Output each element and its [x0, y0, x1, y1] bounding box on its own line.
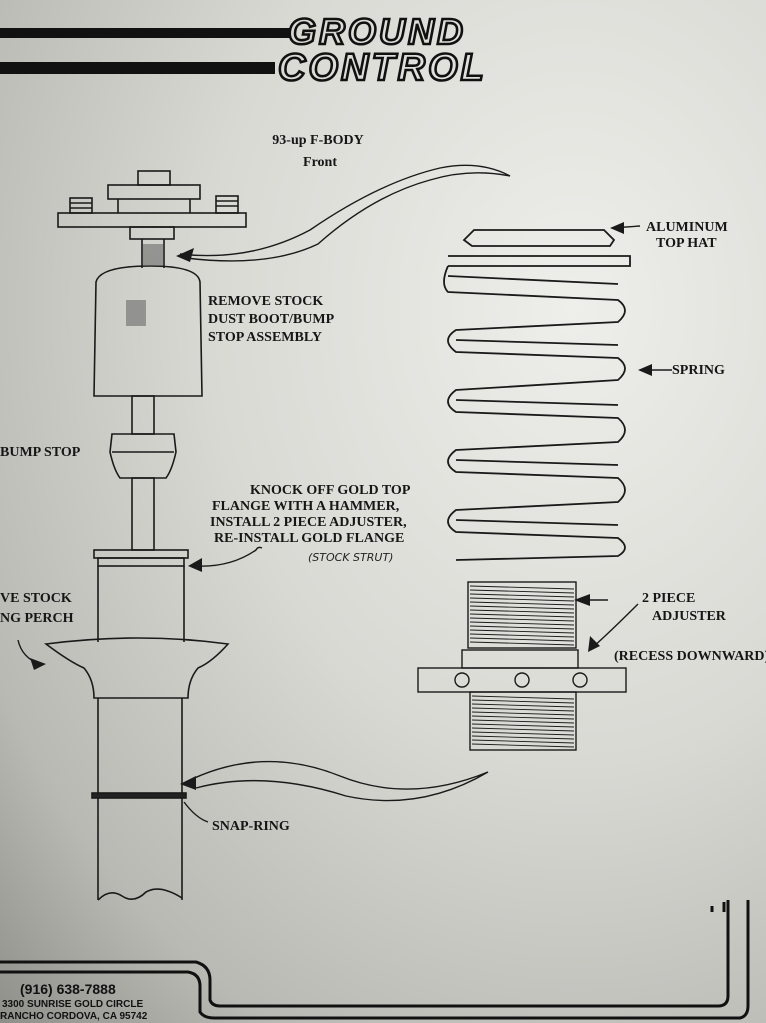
thread-line [471, 723, 575, 728]
two-piece-adjuster [417, 581, 627, 751]
label-knock-3: INSTALL 2 PIECE ADJUSTER, [210, 515, 407, 530]
dust-boot [93, 265, 203, 397]
label-stop-assembly: STOP ASSEMBLY [208, 330, 322, 345]
thread-line [469, 621, 575, 626]
logo: GROUND CONTROL [0, 10, 487, 90]
label-dust-boot: DUST BOOT/BUMP [208, 312, 335, 327]
thread-line [469, 633, 575, 638]
diagram-subtitle: Front [303, 155, 337, 170]
label-knock-note: (STOCK STRUT) [308, 551, 393, 564]
thread-line [471, 703, 575, 708]
thread-line [471, 731, 575, 736]
label-2-piece: 2 PIECE [642, 591, 695, 606]
label-knock-2: FLANGE WITH A HAMMER, [212, 499, 399, 514]
adjuster-threads-bottom [471, 695, 575, 748]
aluminum-top-hat [462, 229, 616, 247]
bump-stop [109, 433, 177, 479]
thread-line [469, 617, 575, 622]
label-remove-perch-1: VE STOCK [0, 591, 72, 606]
label-spring: SPRING [672, 363, 725, 378]
thread-line [469, 625, 575, 630]
logo-line-1: GROUND [288, 11, 466, 52]
thread-line [471, 715, 575, 720]
footer-phone: (916) 638-7888 [20, 981, 116, 997]
spring-perch [43, 637, 230, 699]
diagram-title: 93-up F-BODY [272, 133, 363, 148]
label-knock-4: RE-INSTALL GOLD FLANGE [214, 531, 404, 546]
coil-spring [443, 229, 631, 561]
thread-line [469, 593, 575, 598]
label-top-hat: TOP HAT [656, 236, 717, 251]
thread-line [469, 605, 575, 610]
thread-line [469, 597, 575, 602]
arrow-heads [30, 222, 652, 790]
thread-line [471, 711, 575, 716]
thread-line [469, 601, 575, 606]
thread-line [471, 739, 575, 744]
label-snap-ring: SNAP-RING [212, 819, 290, 834]
label-remove-perch-2: NG PERCH [0, 611, 74, 626]
thread-line [469, 613, 575, 618]
thread-line [469, 609, 575, 614]
thread-line [471, 727, 575, 732]
thread-line [471, 695, 575, 700]
label-adjuster: ADJUSTER [652, 609, 727, 624]
leader-arrows [17, 164, 672, 823]
label-aluminum: ALUMINUM [646, 220, 728, 235]
footer-address-1: 3300 SUNRISE GOLD CIRCLE [2, 999, 143, 1010]
label-recess: (RECESS DOWNWARD) [614, 649, 766, 664]
label-knock-1: KNOCK OFF GOLD TOP [250, 483, 411, 498]
thread-line [469, 589, 575, 594]
thread-line [471, 719, 575, 724]
label-bump-stop: BUMP STOP [0, 445, 81, 460]
footer-frame [0, 900, 750, 1020]
label-remove-stock: REMOVE STOCK [208, 294, 323, 309]
thread-line [469, 637, 575, 642]
thread-line [471, 707, 575, 712]
thread-line [471, 743, 575, 748]
thread-line [471, 699, 575, 704]
logo-line-2: CONTROL [278, 47, 487, 89]
snap-ring [91, 792, 187, 799]
footer-address-2: RANCHO CORDOVA, CA 95742 [0, 1011, 148, 1022]
thread-line [469, 585, 575, 590]
adjuster-threads-top [469, 585, 575, 646]
thread-line [471, 735, 575, 740]
top-mount [57, 170, 247, 240]
shading-marks [126, 244, 163, 326]
strut-assembly [43, 170, 247, 901]
thread-line [469, 641, 575, 646]
thread-line [469, 629, 575, 634]
